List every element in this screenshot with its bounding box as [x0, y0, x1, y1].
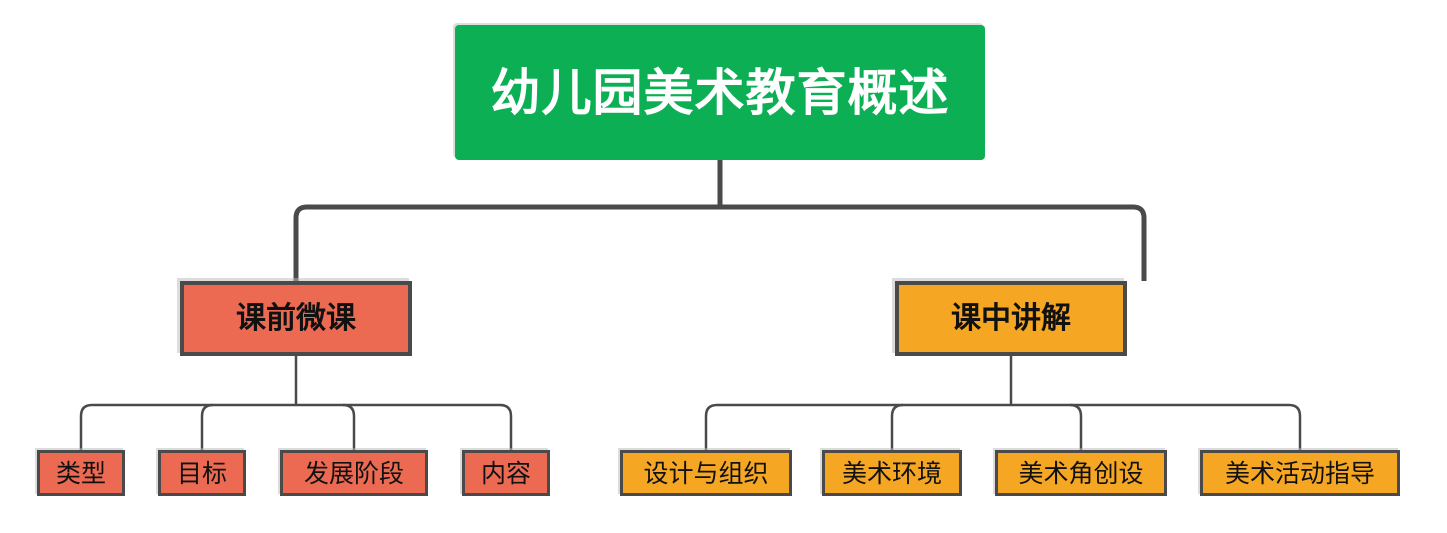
- leaf-node-art-activity-guidance[interactable]: 美术活动指导: [1200, 450, 1400, 496]
- connector-left-drop-2: [200, 403, 214, 450]
- leaf-node-art-environment[interactable]: 美术环境: [822, 450, 962, 496]
- branch-node-pre-class[interactable]: 课前微课: [180, 281, 412, 356]
- connector-left-drop-3: [342, 403, 356, 450]
- connector-left-bus: [79, 403, 513, 450]
- leaf-node-design-and-organization[interactable]: 设计与组织: [620, 450, 792, 496]
- leaf-node-type[interactable]: 类型: [37, 450, 125, 496]
- connector-root-bus: [293, 204, 1147, 281]
- connector-right-drop-3: [1069, 403, 1083, 450]
- leaf-node-development-stage[interactable]: 发展阶段: [280, 450, 428, 496]
- branch-node-in-class[interactable]: 课中讲解: [895, 281, 1127, 356]
- leaf-node-goal[interactable]: 目标: [158, 450, 246, 496]
- connector-right-drop-2: [890, 403, 904, 450]
- connector-right-bus: [704, 403, 1302, 450]
- leaf-node-content[interactable]: 内容: [462, 450, 550, 496]
- root-node[interactable]: 幼儿园美术教育概述: [455, 25, 985, 160]
- leaf-node-art-corner-creation[interactable]: 美术角创设: [995, 450, 1167, 496]
